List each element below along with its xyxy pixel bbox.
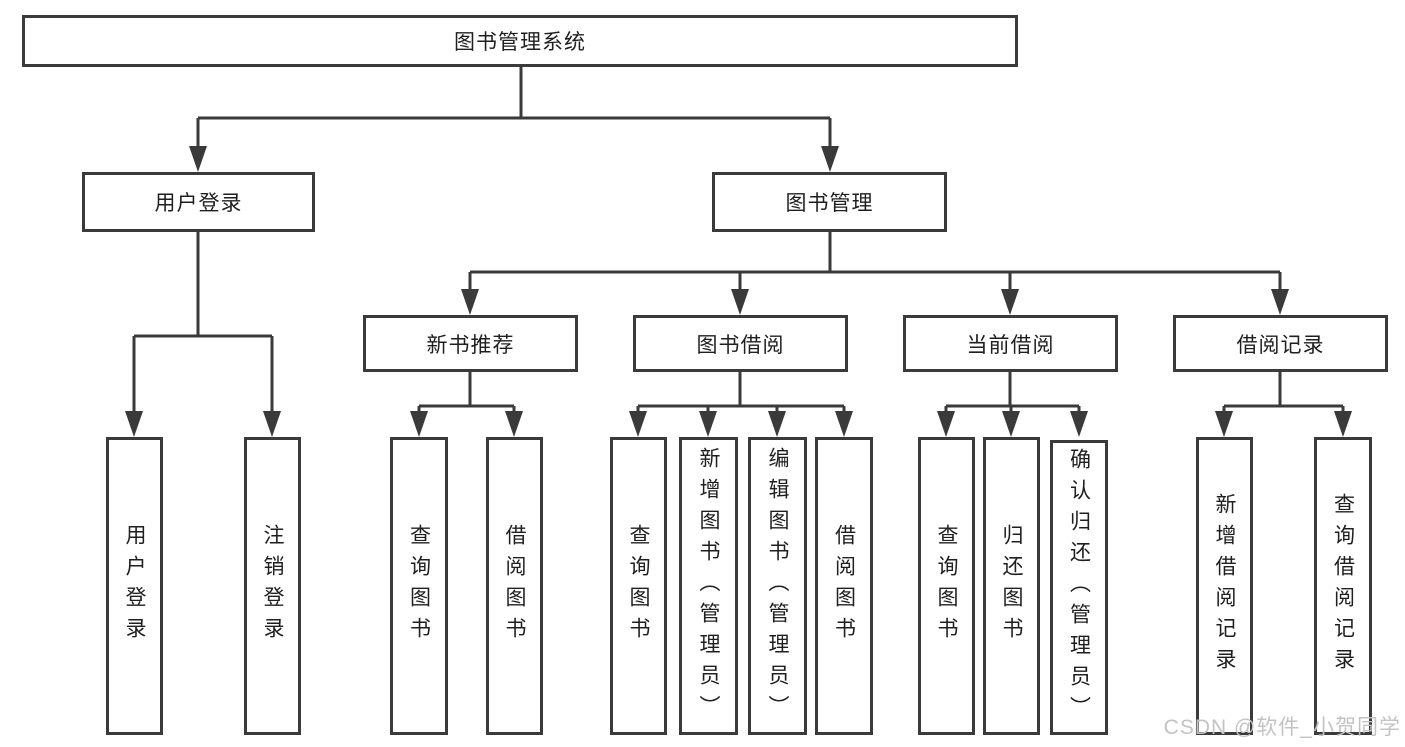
node-label-current-borrow: 当前借阅 <box>966 333 1055 357</box>
leaf-box-nb-borrow: 借阅图书 <box>486 437 543 735</box>
arrow-down-icon <box>125 411 143 437</box>
leaf-box-br-query: 查询借阅记录 <box>1314 437 1372 735</box>
leaf-box-user-login: 用户登录 <box>106 437 163 735</box>
leaf-label-bb-borrow: 借阅图书 <box>832 524 856 648</box>
arrow-down-icon <box>1002 411 1020 437</box>
node-box-book-mgmt: 图书管理 <box>712 172 947 232</box>
leaf-label-br-query: 查询借阅记录 <box>1331 493 1355 679</box>
leaf-label-bb-add: 新增图书（管理员） <box>697 446 720 726</box>
arrow-down-icon <box>1334 411 1352 437</box>
arrow-down-icon <box>1001 289 1019 315</box>
node-label-user-login: 用户登录 <box>154 192 243 215</box>
node-label-borrow-records: 借阅记录 <box>1236 333 1325 357</box>
leaf-box-cb-query: 查询图书 <box>918 437 975 735</box>
node-box-current-borrow: 当前借阅 <box>903 315 1118 372</box>
leaf-box-bb-edit: 编辑图书（管理员） <box>748 437 807 735</box>
arrow-down-icon <box>1271 289 1289 315</box>
leaf-label-cb-query: 查询图书 <box>935 524 958 648</box>
arrow-down-icon <box>699 411 717 437</box>
arrow-down-icon <box>731 289 749 315</box>
node-label-book-borrow: 图书借阅 <box>696 333 785 357</box>
node-label-new-book-rec: 新书推荐 <box>426 333 515 357</box>
arrow-down-icon <box>629 411 647 437</box>
leaf-label-nb-query: 查询图书 <box>407 524 431 648</box>
arrow-down-icon <box>461 289 479 315</box>
leaf-label-logout: 注销登录 <box>261 524 284 648</box>
arrow-down-icon <box>189 146 207 172</box>
arrowheads <box>125 146 1352 437</box>
arrow-down-icon <box>937 411 955 437</box>
node-box-new-book-rec: 新书推荐 <box>363 315 578 372</box>
node-label-root: 图书管理系统 <box>454 31 586 54</box>
node-box-borrow-records: 借阅记录 <box>1173 315 1388 372</box>
arrow-down-icon <box>410 411 428 437</box>
leaf-label-cb-return: 归还图书 <box>1000 524 1023 648</box>
leaf-label-br-add: 新增借阅记录 <box>1213 493 1236 679</box>
arrow-down-icon <box>505 411 523 437</box>
csdn-watermark: CSDN @软件_小贺同学 <box>1163 716 1401 739</box>
arrow-down-icon <box>1215 411 1233 437</box>
node-box-root: 图书管理系统 <box>22 15 1018 67</box>
leaf-box-logout: 注销登录 <box>244 437 301 735</box>
leaf-box-bb-add: 新增图书（管理员） <box>679 437 738 735</box>
leaf-box-br-add: 新增借阅记录 <box>1196 437 1253 735</box>
leaf-label-cb-confirm: 确认归还（管理员） <box>1067 448 1091 727</box>
leaf-label-bb-edit: 编辑图书（管理员） <box>766 446 789 726</box>
arrow-down-icon <box>263 411 281 437</box>
leaf-box-bb-borrow: 借阅图书 <box>815 437 873 735</box>
leaf-label-nb-borrow: 借阅图书 <box>503 524 526 648</box>
arrow-down-icon <box>768 411 786 437</box>
leaf-box-bb-query: 查询图书 <box>610 437 667 735</box>
leaf-box-cb-return: 归还图书 <box>983 437 1040 735</box>
arrow-down-icon <box>821 146 839 172</box>
leaf-box-cb-confirm: 确认归还（管理员） <box>1050 440 1108 735</box>
node-box-user-login: 用户登录 <box>82 172 315 232</box>
node-box-book-borrow: 图书借阅 <box>633 315 848 372</box>
leaf-label-user-login: 用户登录 <box>123 524 146 648</box>
arrow-down-icon <box>835 411 853 437</box>
node-label-book-mgmt: 图书管理 <box>785 192 874 215</box>
leaf-box-nb-query: 查询图书 <box>390 437 448 735</box>
leaf-label-bb-query: 查询图书 <box>627 524 650 648</box>
arrow-down-icon <box>1070 411 1088 437</box>
